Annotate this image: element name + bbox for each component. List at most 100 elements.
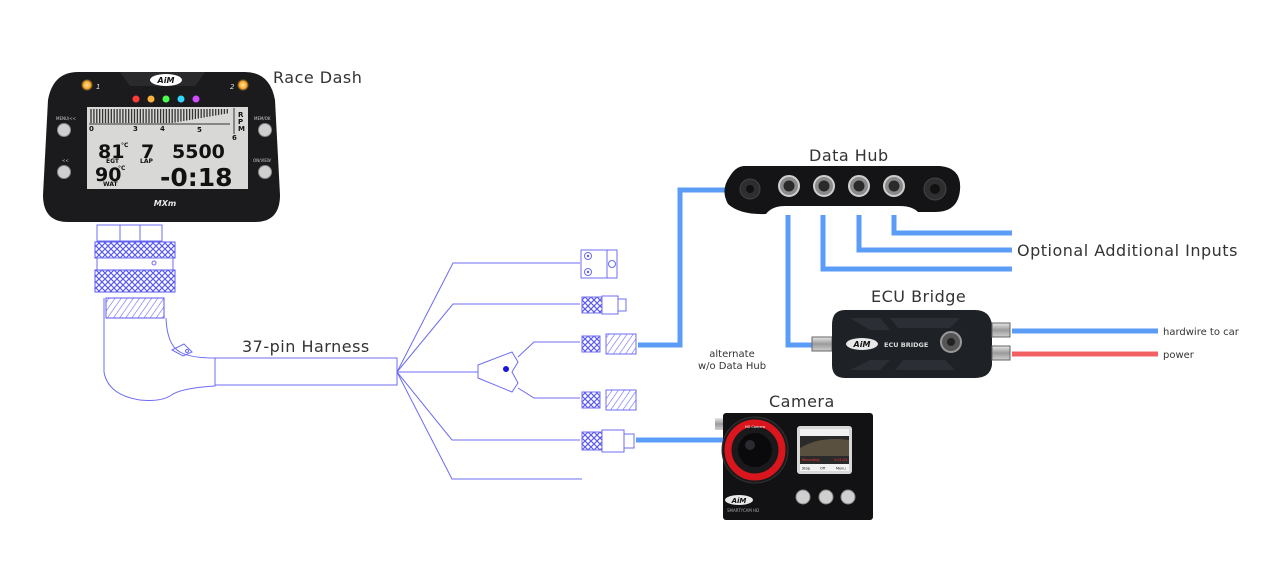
ecu-bridge-device-text: ECU BRIDGE [884, 341, 928, 349]
data-hub-device [724, 166, 961, 215]
hub-port-socket [818, 180, 830, 192]
knurled-ring-upper [94, 241, 176, 259]
connector-1 [580, 249, 618, 279]
connector-3 [581, 333, 637, 355]
label-without-data-hub: w/o Data Hub [698, 361, 766, 372]
camera-device: HD Camera Recording 0:01:23 Stop Off Men… [715, 413, 873, 520]
label-optional-inputs: Optional Additional Inputs [1017, 241, 1238, 260]
camera-screen-off: Off [820, 467, 826, 471]
shift-lights [132, 95, 200, 103]
ecu-bridge-input-connector [811, 336, 833, 352]
rpm-tick-0: 0 [89, 125, 94, 133]
wire-optional-input-2 [856, 215, 1012, 253]
camera-lens [738, 433, 772, 467]
label-hardwire-to-car: hardwire to car [1163, 327, 1240, 338]
rpm-bargraph [89, 108, 235, 134]
harness-branches [396, 262, 582, 480]
wire-harness-to-data-hub [638, 187, 728, 348]
y-splitter-dot [503, 366, 509, 372]
aim-logo-text: AiM [157, 76, 175, 85]
y-splitter [477, 351, 519, 393]
button-mem-ok[interactable] [258, 123, 272, 137]
camera-recording-status: Recording [802, 458, 820, 462]
shift-led [147, 95, 155, 103]
wat-value: 90 [95, 164, 121, 186]
shift-led [192, 95, 200, 103]
model-label: MXm [154, 199, 176, 208]
label-alternate: alternate [709, 349, 754, 360]
wire-optional-input-1 [891, 215, 1012, 236]
wat-label: WAT [103, 181, 119, 188]
camera-button-1[interactable] [795, 489, 811, 505]
harness [94, 224, 637, 480]
button-menu[interactable] [57, 123, 71, 137]
alarm-led-2-label: 2 [230, 83, 235, 91]
aim-logo-camera-text: AiM [731, 497, 747, 505]
label-data-hub: Data Hub [809, 146, 889, 165]
rpm-tick-5: 5 [197, 126, 202, 134]
camera-model-text: SMARTYCAM HD [727, 508, 759, 513]
rpm-tick-3: 3 [133, 125, 138, 133]
labels: Race Dash 37-pin Harness Data Hub Option… [242, 68, 1240, 411]
aim-logo-dash [150, 74, 182, 86]
ecu-bridge-output-connector-2 [991, 345, 1011, 361]
shift-led [177, 95, 185, 103]
lap-value: 7 [141, 141, 154, 163]
harness-cable [214, 357, 398, 386]
camera-connector [715, 418, 723, 430]
label-ecu-bridge: ECU Bridge [871, 287, 966, 306]
label-race-dash: Race Dash [273, 68, 362, 87]
shift-led [132, 95, 140, 103]
button-back[interactable] [57, 165, 71, 179]
rpm-label-r: R [238, 111, 244, 119]
rpm-label-m: M [238, 125, 245, 133]
camera-recording-time: 0:01:23 [834, 458, 848, 462]
connector-4 [581, 389, 637, 411]
camera-lens-ring [724, 419, 786, 481]
race-dash-device: AiM 1 2 R P M 0 3 4 5 6 81 °C EGT 7 LAP … [43, 72, 280, 222]
ecu-bridge-output-connector-1 [991, 322, 1011, 338]
wire-data-hub-to-ecu-bridge [785, 215, 815, 348]
alarm-led-1 [81, 79, 93, 91]
harness-connector-top [96, 224, 163, 242]
strain-relief [105, 297, 165, 319]
alarm-led-2 [237, 79, 249, 91]
connector-5 [581, 429, 635, 453]
label-power: power [1163, 350, 1195, 361]
hub-port-socket [853, 180, 865, 192]
lens-ring-text: HD Camera [745, 425, 765, 429]
knurled-ring-lower [94, 269, 176, 293]
hub-port-socket [888, 180, 900, 192]
aim-logo-camera [725, 495, 753, 505]
camera-screen-menu: Menu [836, 467, 846, 471]
button-on-view[interactable] [258, 165, 272, 179]
data-hub-ports [778, 175, 905, 197]
wat-unit: °C [118, 165, 126, 172]
button-label-on-view: ON/VIEW [253, 158, 271, 163]
harness-elbow [103, 298, 216, 401]
label-harness: 37-pin Harness [242, 337, 370, 356]
rpm-tick-4: 4 [160, 125, 165, 133]
camera-button-2[interactable] [818, 489, 834, 505]
signal-wires [636, 187, 1158, 443]
egt-unit: °C [121, 142, 129, 149]
button-label-menu: MENU/<< [56, 116, 76, 121]
alarm-led-1-label: 1 [96, 83, 100, 91]
wire-optional-input-3 [820, 215, 1012, 272]
hub-port-socket [783, 180, 795, 192]
camera-screen-stop: Stop [802, 467, 811, 471]
rpm-value: 5500 [172, 141, 225, 163]
egt-value: 81 [98, 141, 124, 163]
connector-2 [581, 295, 627, 315]
egt-label: EGT [106, 158, 120, 165]
rpm-label-p: P [238, 118, 243, 126]
aim-logo-ecu-text: AiM [853, 340, 871, 349]
ecu-bridge-device: AiM ECU BRIDGE [811, 310, 1011, 378]
label-camera: Camera [769, 392, 835, 411]
shift-led [162, 95, 170, 103]
camera-button-3[interactable] [840, 489, 856, 505]
delta-time: -0:18 [160, 163, 233, 192]
aim-logo-ecu [846, 338, 878, 350]
button-label-mem-ok: MEM/OK [254, 116, 271, 121]
